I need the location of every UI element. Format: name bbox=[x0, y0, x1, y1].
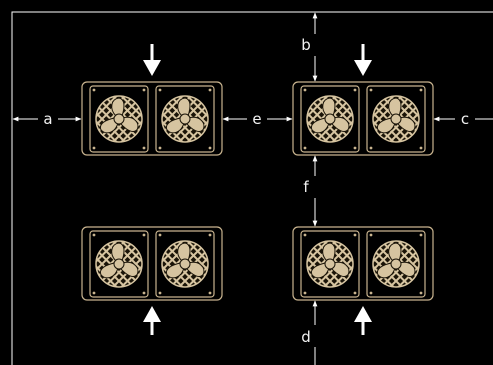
dimension-label-f: f bbox=[303, 178, 309, 196]
dimension-label-c: c bbox=[461, 110, 469, 128]
fan-unit-top-right bbox=[292, 81, 434, 156]
dimension-label-e: e bbox=[252, 110, 261, 128]
fan-unit-bottom-left bbox=[81, 226, 223, 301]
airflow-arrow-down-icon bbox=[354, 44, 372, 76]
fan-unit-bottom-right bbox=[292, 226, 434, 301]
airflow-arrow-down-icon bbox=[143, 44, 161, 76]
fan-unit-top-left bbox=[81, 81, 223, 156]
dimension-label-d: d bbox=[301, 328, 311, 346]
dimension-label-b: b bbox=[301, 36, 311, 54]
airflow-arrow-up-icon bbox=[354, 306, 372, 335]
dimension-label-a: a bbox=[43, 110, 52, 128]
airflow-arrow-up-icon bbox=[143, 306, 161, 335]
enclosure-outline bbox=[11, 11, 493, 365]
